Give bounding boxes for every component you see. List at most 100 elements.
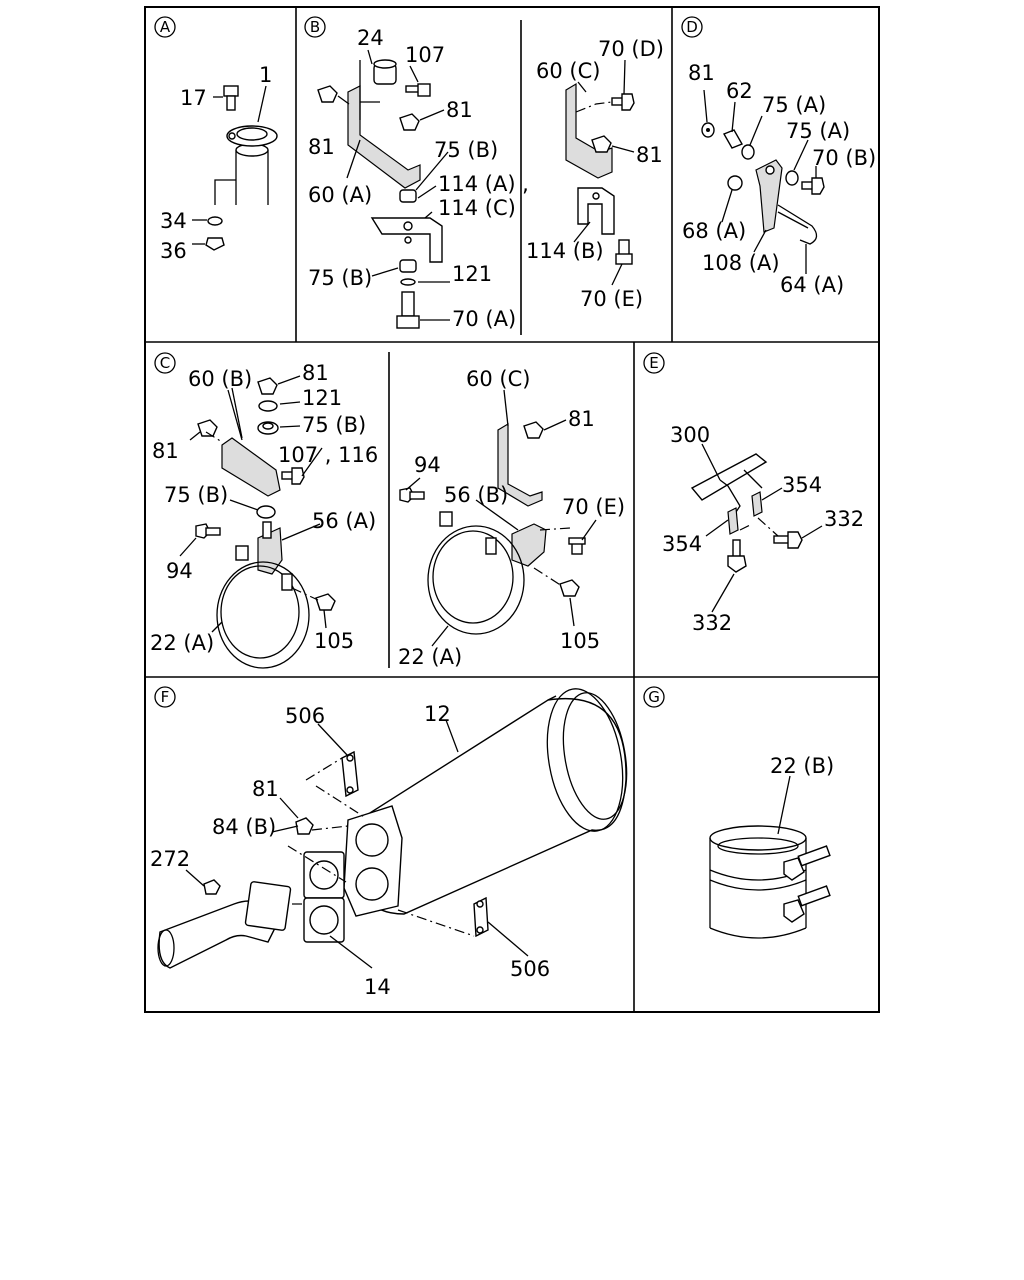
svg-text:A: A [160, 18, 171, 36]
section-marker-e: E [643, 352, 665, 374]
heat-shield-300 [690, 453, 768, 513]
bracket-60b [221, 389, 281, 497]
svg-text:B: B [310, 18, 320, 36]
section-f: F [150, 686, 628, 999]
label-81-f: 81 [252, 777, 279, 801]
clamp-bolt-lower [783, 885, 831, 923]
section-c: C [150, 352, 625, 669]
bracket-354-right [751, 491, 763, 517]
band-22a [216, 545, 310, 669]
bolt-107 [405, 83, 431, 97]
bolt-17 [223, 85, 239, 111]
rubber-75b-c2 [256, 505, 276, 519]
section-b: B [304, 16, 664, 331]
section-marker-c: C [154, 352, 176, 374]
gasket-14 [303, 851, 345, 943]
muffler-inlet-flange [343, 805, 403, 917]
label-75a-2: 75 (A) [786, 119, 850, 143]
label-12: 12 [424, 702, 451, 726]
diagram-frame [144, 6, 880, 1013]
rubber-75b-upper [399, 189, 417, 203]
label-70a: 70 (A) [452, 307, 516, 331]
label-62: 62 [726, 79, 753, 103]
nut-81-f [295, 817, 314, 835]
washer-121-c [258, 400, 278, 412]
bolt-70d [611, 93, 635, 111]
label-22a-c: 22 (A) [398, 645, 462, 669]
bolt-70b [801, 177, 825, 195]
exhaust-pipe-flange [226, 125, 278, 205]
plate-114b [577, 187, 615, 235]
label-14: 14 [364, 975, 391, 999]
section-d: D 81 62 75 (A) 75 (A) 70 ( [681, 16, 876, 297]
label-506-bottom: 506 [510, 957, 550, 981]
washer-75a-1 [741, 144, 755, 160]
washer-68a [727, 175, 743, 191]
exhaust-pipe-272 [157, 881, 292, 969]
label-22b: 22 (B) [770, 754, 834, 778]
spacer-24 [373, 59, 397, 85]
bolt-94-c [399, 487, 425, 503]
label-34: 34 [160, 209, 187, 233]
label-81-c-top: 81 [302, 361, 329, 385]
label-36: 36 [160, 239, 187, 263]
bracket-60a [347, 60, 421, 189]
section-g: G 22 (B) [643, 686, 834, 939]
nut-36 [205, 237, 225, 251]
label-70b: 70 (B) [812, 146, 876, 170]
bracket-60c [565, 82, 613, 179]
label-75b-c2: 75 (B) [164, 483, 228, 507]
label-17: 17 [180, 86, 207, 110]
band-22a-c [427, 511, 525, 635]
label-24: 24 [357, 26, 384, 50]
bracket-506-bottom [473, 896, 489, 938]
nut-105 [315, 593, 336, 611]
label-22a: 22 (A) [150, 631, 214, 655]
bracket-60c-c [497, 422, 543, 507]
section-a: A 17 1 34 36 [154, 16, 278, 263]
section-marker-b: B [304, 16, 326, 38]
label-506-top: 506 [285, 704, 325, 728]
svg-text:F: F [161, 688, 170, 706]
label-60b: 60 (B) [188, 367, 252, 391]
nut-272 [203, 879, 221, 895]
label-81-c-left: 81 [152, 439, 179, 463]
bolt-94 [195, 523, 221, 539]
label-94-c: 94 [414, 453, 441, 477]
washer-75a-2 [785, 170, 799, 186]
label-70e-c: 70 (E) [562, 495, 625, 519]
svg-text:C: C [160, 354, 170, 372]
label-94: 94 [166, 559, 193, 583]
washer-81 [701, 122, 715, 138]
label-121: 121 [452, 262, 492, 286]
bolt-332-right [773, 531, 803, 549]
label-75a-1: 75 (A) [762, 93, 826, 117]
label-75b-c1: 75 (B) [302, 413, 366, 437]
label-354-left: 354 [662, 532, 702, 556]
label-60c: 60 (C) [536, 59, 600, 83]
rubber-75b-lower [399, 259, 417, 273]
label-64a: 64 (A) [780, 273, 844, 297]
nut-81-left-c [197, 419, 218, 437]
plate-114 [370, 217, 443, 263]
label-105-c: 105 [560, 629, 600, 653]
label-68a: 68 (A) [682, 219, 746, 243]
label-81: 81 [688, 61, 715, 85]
label-84b: 84 (B) [212, 815, 276, 839]
label-75b-upper: 75 (B) [434, 138, 498, 162]
label-81-right: 81 [446, 98, 473, 122]
label-56b: 56 (B) [444, 483, 508, 507]
label-272: 272 [150, 847, 190, 871]
label-114c: 114 (C) [438, 196, 516, 220]
bolt-70e-c [568, 537, 586, 555]
label-60c-c: 60 (C) [466, 367, 530, 391]
nut-81-c-right [523, 421, 544, 439]
bracket-108a [755, 159, 783, 233]
section-e: E 300 354 354 332 332 [643, 352, 864, 635]
nut-105-c [559, 579, 580, 597]
washer-121 [400, 278, 416, 286]
bracket-354-left [727, 507, 739, 535]
pin-62 [722, 129, 744, 149]
bolt-70a [396, 291, 420, 329]
